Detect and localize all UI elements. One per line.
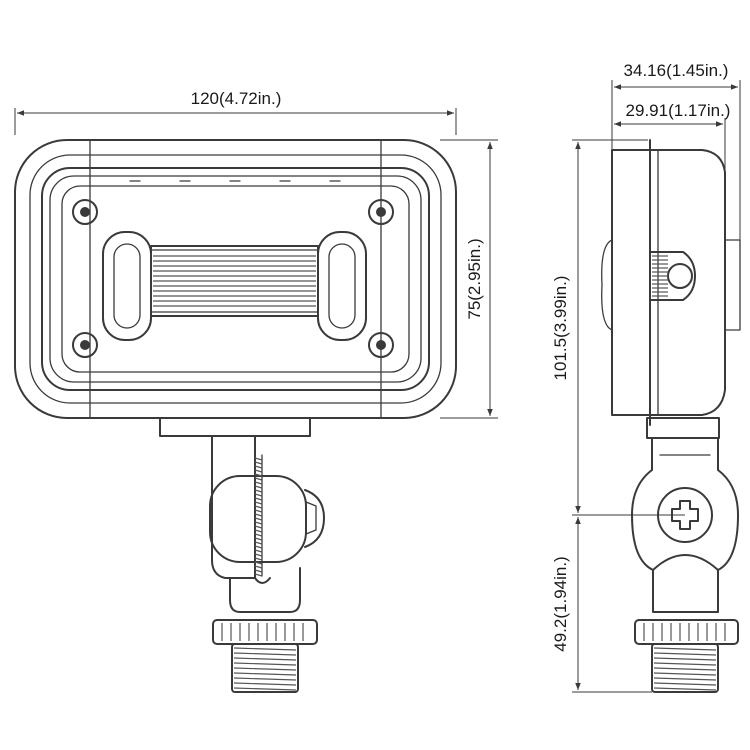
led-module: [102, 231, 367, 341]
mount-plate: [159, 417, 311, 437]
dim-height-total-label: 101.5(3.99in.): [551, 276, 570, 381]
side-body: [610, 149, 726, 416]
lens-bezel: [41, 167, 430, 391]
threaded-nipple-front: [212, 619, 318, 693]
front-view: 120(4.72in.) 75(2.95in.): [14, 89, 498, 693]
dim-height-mount: 49.2(1.94in.): [551, 517, 652, 693]
dim-depth-total-label: 34.16(1.45in.): [624, 61, 729, 80]
screw-bottom-left: [72, 332, 98, 358]
housing-inner-rim: [29, 154, 442, 404]
knuckle-mount: [209, 435, 325, 613]
side-heatsink: [649, 251, 696, 301]
screw-bottom-right: [368, 332, 394, 358]
dim-width-front: 120(4.72in.): [14, 89, 457, 135]
dim-depth-body: 29.91(1.17in.): [614, 101, 730, 172]
threaded-nipple-side: [634, 619, 739, 693]
screw-top-right: [368, 199, 394, 225]
dim-height-front: 75(2.95in.): [440, 139, 498, 419]
dim-width-front-label: 120(4.72in.): [191, 89, 282, 108]
dim-depth-total: 34.16(1.45in.): [611, 61, 741, 240]
side-view: 34.16(1.45in.) 29.91(1.17in.) 101.5(3.99…: [551, 61, 741, 693]
dim-height-front-label: 75(2.95in.): [465, 238, 484, 319]
housing-outer: [14, 139, 457, 419]
dim-height-mount-label: 49.2(1.94in.): [551, 556, 570, 651]
screw-top-left: [72, 199, 98, 225]
dim-height-total: 101.5(3.99in.): [551, 139, 685, 516]
dim-depth-body-label: 29.91(1.17in.): [626, 101, 731, 120]
lens-bezel-inner: [49, 175, 422, 383]
lens-panel: [61, 185, 410, 373]
